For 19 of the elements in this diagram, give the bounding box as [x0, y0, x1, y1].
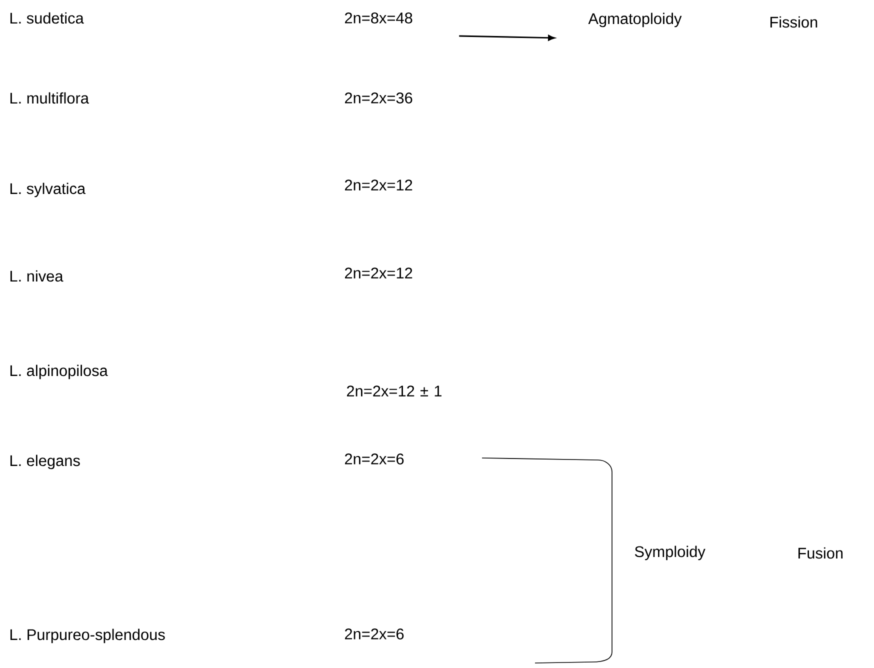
- text-label: L. alpinopilosa: [10, 364, 108, 380]
- text-label: 2n=8x=48: [344, 12, 412, 24]
- arrow: [459, 34, 555, 41]
- text-label: L. nivea: [10, 270, 64, 282]
- text-label: Fusion: [798, 547, 843, 559]
- text-label: Fission: [770, 16, 818, 28]
- text-label: 2n=2x=12 ± 1: [346, 386, 442, 396]
- text-label: L. sudetica: [10, 12, 84, 24]
- text-label: 2n=2x=6: [344, 454, 404, 464]
- text-label: 2n=2x=12: [344, 268, 412, 278]
- text-label: L. elegans: [10, 454, 80, 470]
- text-label: Symploidy: [634, 546, 706, 560]
- text-label: L. Purpureo-splendous: [10, 628, 165, 644]
- text-label: L. sylvatica: [10, 182, 86, 198]
- text-label: 2n=2x=36: [344, 92, 412, 104]
- text-label: L. multiflora: [10, 92, 89, 104]
- text-label: 2n=2x=12: [344, 180, 412, 190]
- text-label: 2n=2x=6: [344, 628, 404, 640]
- text-label: Agmatoploidy: [588, 12, 682, 28]
